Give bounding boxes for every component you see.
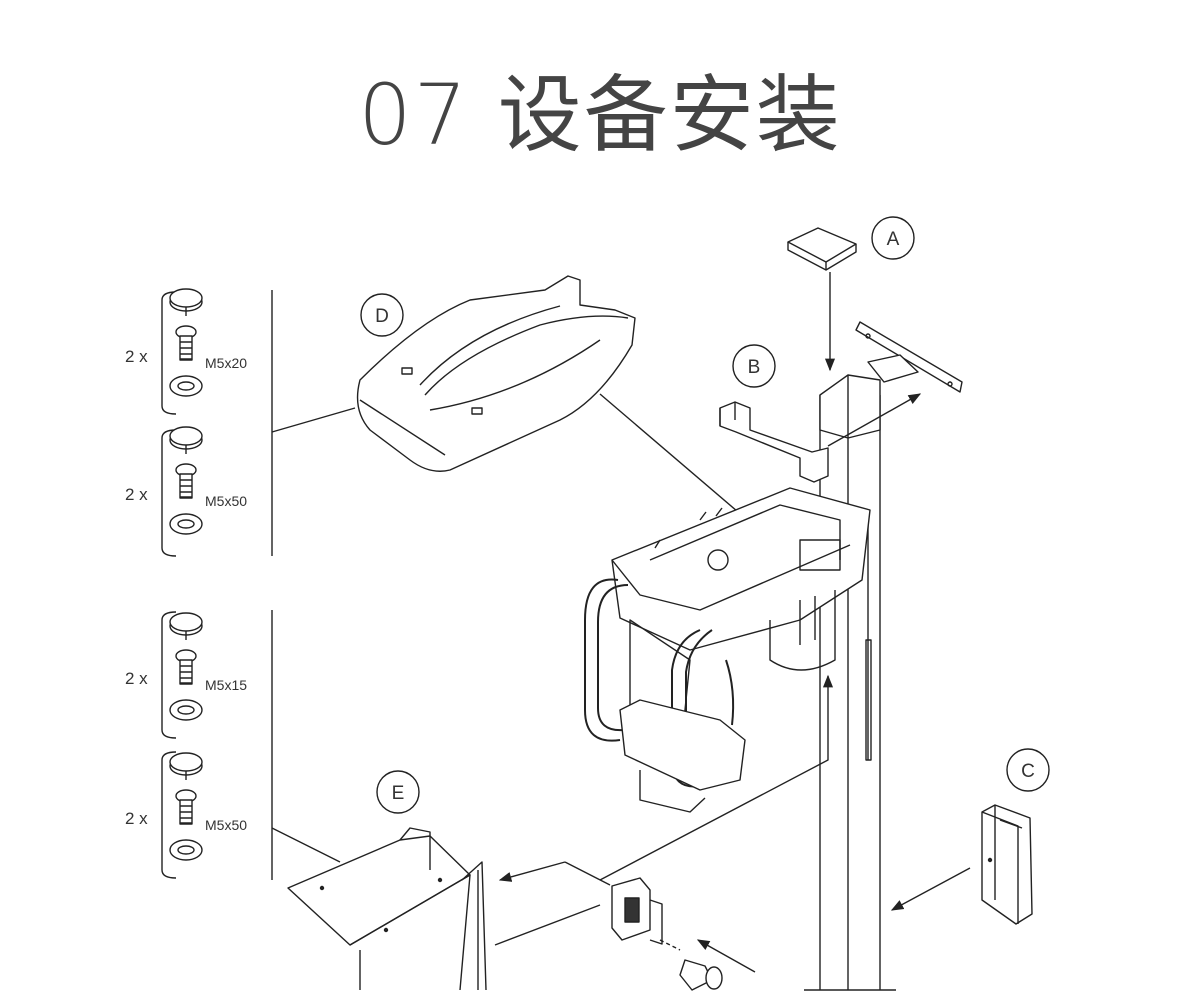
leader-line bbox=[271, 827, 341, 863]
leader-line bbox=[494, 904, 601, 946]
cover-d bbox=[356, 275, 636, 472]
page-title: 07 设备安装 bbox=[358, 66, 842, 164]
hardware-qty: 2 x bbox=[125, 485, 148, 504]
power-switch bbox=[564, 861, 663, 945]
callout-b: B bbox=[732, 344, 776, 388]
hardware-qty: 2 x bbox=[125, 809, 148, 828]
arrow-up-to-head bbox=[599, 674, 834, 881]
column-top-bracket bbox=[819, 321, 963, 439]
hardware-qty: 2 x bbox=[125, 347, 148, 366]
hardware-size: M5x50 bbox=[205, 817, 247, 833]
callout-c-label: C bbox=[1021, 761, 1035, 782]
leader-line bbox=[271, 407, 356, 433]
callout-e-label: E bbox=[392, 783, 405, 804]
hardware-size: M5x15 bbox=[205, 677, 247, 693]
part-e bbox=[287, 827, 487, 991]
callout-b-label: B bbox=[748, 357, 761, 378]
hardware-group-3: 2 x M5x15 bbox=[125, 611, 247, 739]
hardware-qty: 2 x bbox=[125, 669, 148, 688]
arrow-screw-in bbox=[696, 939, 756, 973]
hardware-size: M5x20 bbox=[205, 355, 247, 371]
main-unit bbox=[584, 487, 871, 813]
part-c bbox=[981, 804, 1033, 925]
part-b bbox=[719, 401, 829, 483]
callout-a: A bbox=[871, 216, 915, 260]
callout-e: E bbox=[376, 770, 420, 814]
arrow-bracket-out bbox=[827, 393, 922, 447]
callout-d-label: D bbox=[375, 306, 389, 327]
callout-c: C bbox=[1006, 748, 1050, 792]
hardware-group-4: 2 x M5x50 bbox=[125, 751, 247, 879]
arrow-c-to-column bbox=[890, 867, 971, 911]
hardware-group-1: 2 x M5x20 bbox=[125, 288, 247, 415]
callout-a-label: A bbox=[887, 229, 900, 250]
hardware-group-2: 2 x M5x50 bbox=[125, 426, 247, 557]
arrow-to-e bbox=[498, 861, 566, 882]
cover-a bbox=[787, 227, 857, 271]
loose-screw bbox=[679, 959, 723, 991]
callout-d: D bbox=[360, 293, 404, 337]
hardware-size: M5x50 bbox=[205, 493, 247, 509]
